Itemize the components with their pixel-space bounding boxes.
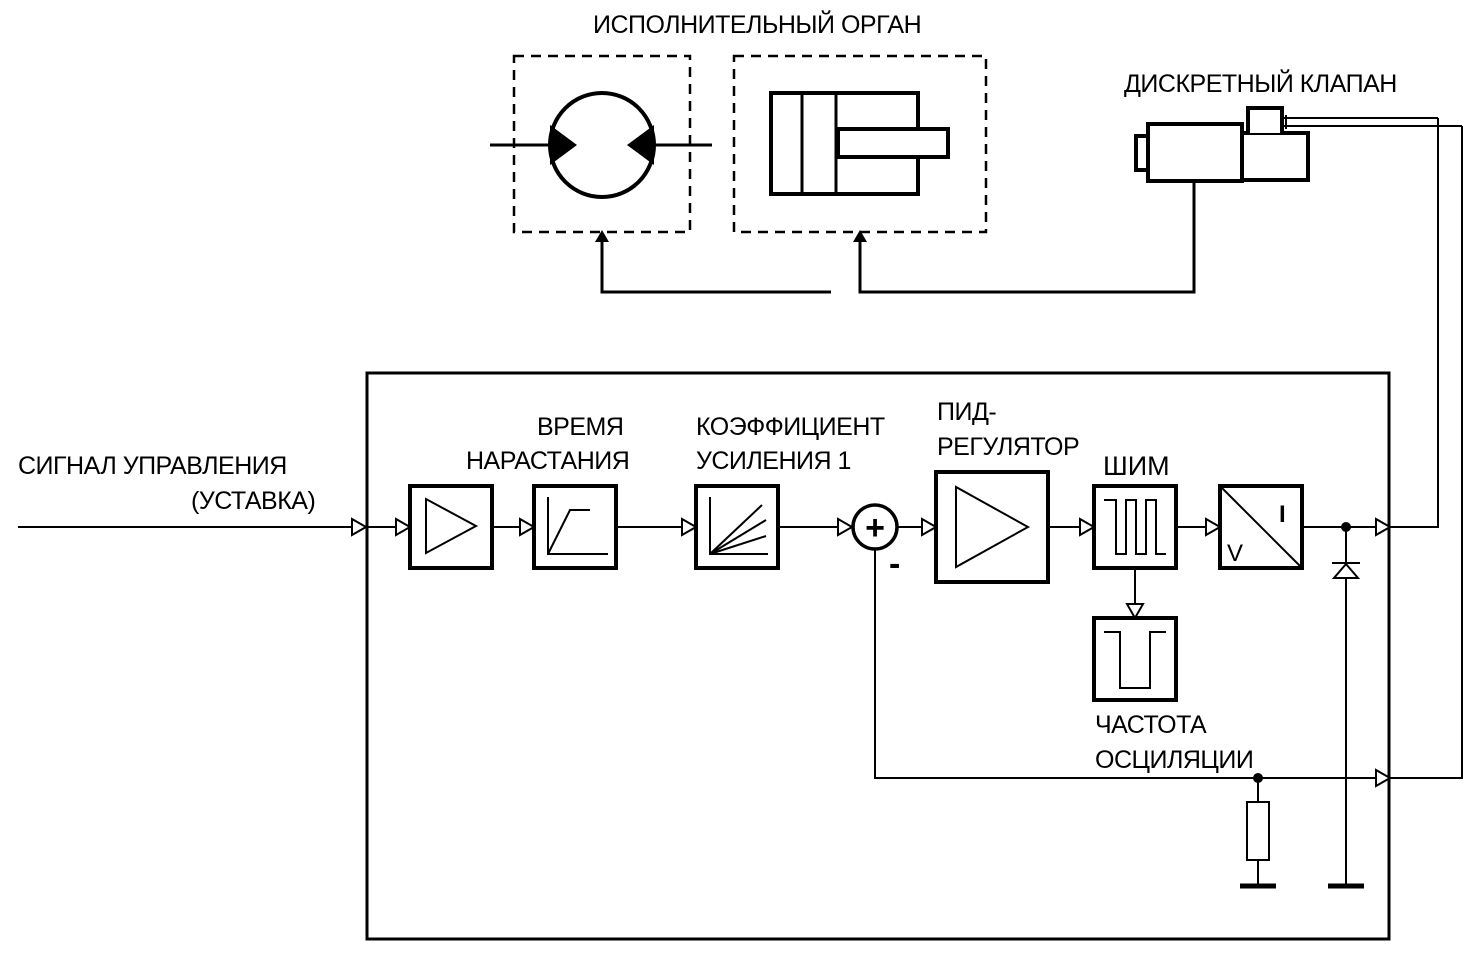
pid-block [934,470,1050,584]
gain-icon [709,497,768,555]
summing-plus-sign: + [865,509,885,547]
pwm-waveform-icon [1104,499,1166,555]
actuator-feed-lines [595,180,1196,294]
shunt-resistor [1240,778,1276,889]
hydraulic-motor-symbol [490,91,712,199]
gain-block [694,484,780,570]
input-signal-label-line2: (УСТАВКА) [191,487,315,515]
output-connector-arrow [1375,517,1393,537]
valve-label: ДИСКРЕТНЫЙ КЛАПАН [1124,68,1397,98]
ramp-icon [547,497,608,555]
gain-label-line1: КОЭФФИЦИЕНТ [696,413,885,441]
summing-minus-sign: - [889,545,900,583]
summing-junction: + [851,503,899,551]
vi-converter-v-label: V [1227,540,1243,567]
gain-label-line2: УСИЛЕНИЯ 1 [696,447,851,475]
dither-label-line1: ЧАСТОТА [1095,711,1207,739]
pid-amplifier-icon [955,485,1031,569]
pwm-label: ШИМ [1103,451,1170,481]
ramp-block [532,484,618,570]
actuator-label: ИСПОЛНИТЕЛЬНЫЙ ОРГАН [593,9,921,39]
input-connector-arrow [351,517,369,537]
controller-enclosure [365,371,1391,941]
pid-label-line2: РЕГУЛЯТОР [937,433,1079,461]
rise-time-label-line1: ВРЕМЯ [537,413,623,441]
amplifier-icon [425,497,479,555]
input-signal-label-line1: СИГНАЛ УПРАВЛЕНИЯ [18,452,287,480]
discrete-valve-symbol [1134,106,1462,183]
current-feedback-loop [874,549,1393,788]
freewheel-diode [1328,527,1364,889]
rise-time-label-line2: НАРАСТАНИЯ [466,447,629,475]
dither-label-line2: ОСЦИЛЯЦИИ [1095,746,1253,774]
vi-converter-i-label: I [1279,501,1286,528]
input-amplifier-block [408,484,494,570]
pid-label-line1: ПИД- [937,398,996,426]
dither-waveform-icon [1104,631,1166,689]
hydraulic-cylinder-symbol [769,91,950,196]
valve-wiring [1390,118,1463,779]
